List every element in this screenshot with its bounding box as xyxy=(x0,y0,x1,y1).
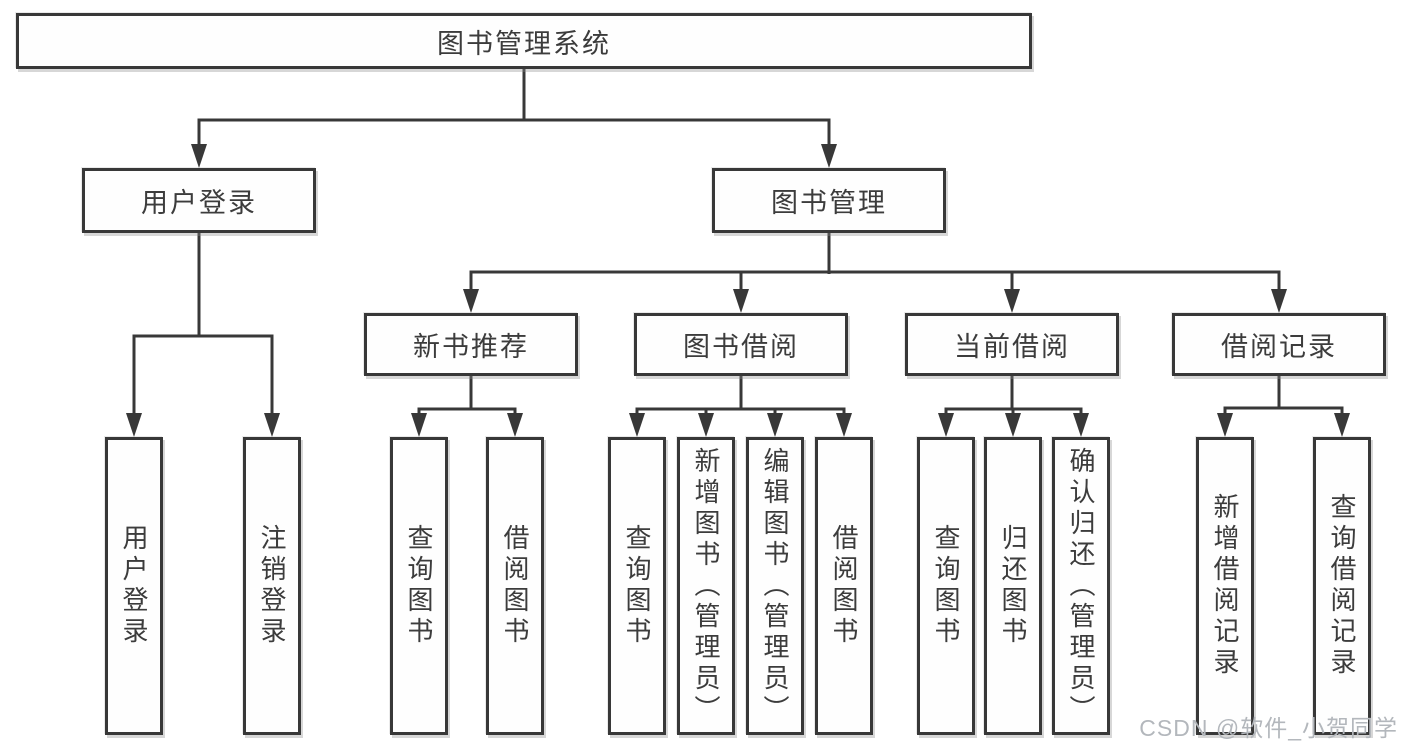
node-new-book-recommendation: 新书推荐 xyxy=(364,313,578,376)
node-label: 图书管理 xyxy=(771,188,887,218)
leaf-edit-book-admin: 编辑图书（管理员） xyxy=(746,437,804,735)
node-label: 图书管理系统 xyxy=(437,28,611,59)
node-label: 当前借阅 xyxy=(954,332,1070,362)
node-current-borrowing: 当前借阅 xyxy=(905,313,1119,376)
node-user-login: 用户登录 xyxy=(82,168,316,233)
node-label: 归还图书 xyxy=(998,524,1028,648)
node-label: 查询图书 xyxy=(404,524,434,648)
node-book-borrowing: 图书借阅 xyxy=(634,313,848,376)
leaf-query-borrow-record: 查询借阅记录 xyxy=(1313,437,1371,735)
csdn-watermark: CSDN @软件_小贺同学 xyxy=(1139,715,1398,741)
node-label: 新书推荐 xyxy=(413,332,529,362)
node-label: 用户登录 xyxy=(141,188,257,218)
leaf-confirm-return-admin: 确认归还（管理员） xyxy=(1052,437,1110,735)
leaf-borrow-books-recommend: 借阅图书 xyxy=(486,437,544,735)
leaf-logout: 注销登录 xyxy=(243,437,301,735)
node-label: 编辑图书（管理员） xyxy=(760,446,790,726)
leaf-query-books-current: 查询图书 xyxy=(917,437,975,735)
node-book-management: 图书管理 xyxy=(712,168,946,233)
node-label: 借阅记录 xyxy=(1221,332,1337,362)
node-label: 查询图书 xyxy=(931,524,961,648)
node-label: 借阅图书 xyxy=(829,524,859,648)
node-label: 图书借阅 xyxy=(683,332,799,362)
node-label: 注销登录 xyxy=(257,524,287,648)
node-label: 查询借阅记录 xyxy=(1327,493,1357,679)
leaf-return-books: 归还图书 xyxy=(984,437,1042,735)
node-label: 查询图书 xyxy=(622,524,652,648)
node-label: 用户登录 xyxy=(119,524,149,648)
node-label: 新增借阅记录 xyxy=(1210,493,1240,679)
node-borrowing-records: 借阅记录 xyxy=(1172,313,1386,376)
leaf-add-borrow-record: 新增借阅记录 xyxy=(1196,437,1254,735)
leaf-query-books-borrowing: 查询图书 xyxy=(608,437,666,735)
leaf-add-book-admin: 新增图书（管理员） xyxy=(677,437,735,735)
node-label: 新增图书（管理员） xyxy=(691,446,721,726)
leaf-user-login: 用户登录 xyxy=(105,437,163,735)
node-label: 确认归还（管理员） xyxy=(1066,446,1096,726)
node-library-management-system: 图书管理系统 xyxy=(16,13,1032,69)
node-label: 借阅图书 xyxy=(500,524,530,648)
leaf-query-books-recommend: 查询图书 xyxy=(390,437,448,735)
leaf-borrow-books-borrowing: 借阅图书 xyxy=(815,437,873,735)
